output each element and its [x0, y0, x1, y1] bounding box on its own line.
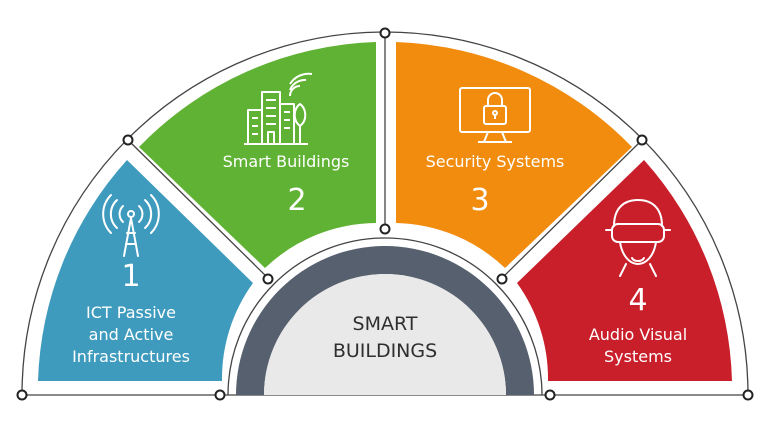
center-core	[264, 274, 506, 395]
segment-buildings-number: 2	[287, 183, 306, 218]
center-title-line2: BUILDINGS	[333, 340, 437, 362]
segment-av-number: 4	[628, 283, 647, 318]
segment-security-shape	[396, 42, 632, 268]
segment-av[interactable]	[517, 160, 732, 381]
center-hub: SMART BUILDINGS	[236, 246, 534, 395]
smart-building-icon	[244, 72, 313, 145]
segment-ict-label-line2: and Active	[89, 325, 174, 344]
monitor-lock-icon	[459, 87, 531, 143]
center-ring	[236, 246, 534, 395]
segment-ict-shape	[38, 160, 253, 381]
segment-security-number: 3	[470, 183, 489, 218]
antenna-icon	[102, 194, 160, 257]
segment-ict-label-line3: Infrastructures	[72, 347, 190, 366]
segment-security-label: Security Systems	[426, 152, 565, 171]
vr-headset-icon	[605, 199, 671, 277]
segment-buildings[interactable]	[139, 42, 376, 268]
segment-buildings-label: Smart Buildings	[223, 152, 350, 171]
center-title-line1: SMART	[353, 313, 418, 335]
dividers	[127, 33, 643, 396]
segment-av-label-line2: Systems	[604, 347, 672, 366]
connector-nodes	[16, 27, 754, 401]
segment-av-label-line1: Audio Visual	[589, 325, 687, 344]
segment-ict-label-line1: ICT Passive	[86, 303, 176, 322]
segment-buildings-shape	[139, 42, 376, 268]
segment-ict-number: 1	[121, 259, 140, 294]
segment-security[interactable]	[396, 42, 632, 268]
segment-ict[interactable]	[38, 160, 253, 381]
segment-av-shape	[517, 160, 732, 381]
